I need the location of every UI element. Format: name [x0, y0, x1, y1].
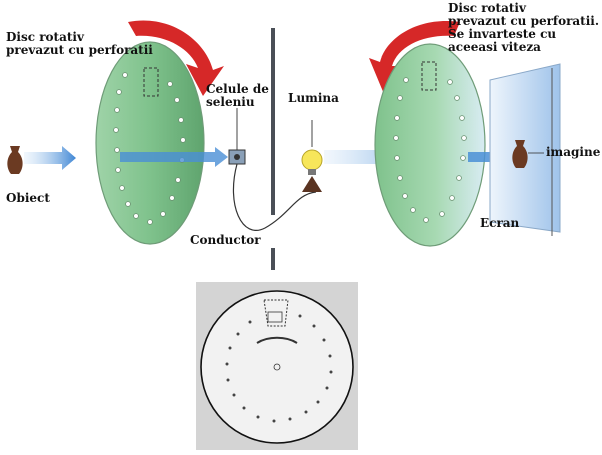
- disc-right-scan-window: [421, 61, 437, 91]
- label-disc-right-line-4: aceeasi viteza: [448, 40, 541, 54]
- lamp-icon: [301, 120, 323, 192]
- object-vase-icon: [7, 146, 23, 174]
- rotation-arrow-left: [128, 20, 224, 96]
- label-disc-left-line-1: Disc rotativ: [6, 30, 84, 44]
- photo-disc-perforations: [225, 314, 333, 423]
- nipkow-disc-photo: [196, 282, 358, 450]
- label-disc-right-line-1: Disc rotativ: [448, 1, 526, 15]
- label-disc-left-line-2: prevazut cu perforatii: [6, 43, 153, 57]
- rotating-disc-right: [374, 43, 486, 247]
- rotating-disc-left: [95, 41, 205, 245]
- disc-left-scan-window: [143, 67, 159, 97]
- disc-left-perforations: [113, 72, 186, 225]
- image-vase-icon: [512, 140, 528, 168]
- separator-rod-top: [271, 28, 275, 215]
- label-image: imagine: [546, 145, 601, 159]
- label-conductor: Conductor: [190, 233, 261, 247]
- projection-screen: [489, 63, 561, 233]
- label-selenium-line-2: seleniu: [206, 95, 255, 109]
- light-beam-left: [24, 146, 76, 170]
- label-object: Obiect: [6, 191, 50, 205]
- label-disc-right-line-3: Se invarteste cu: [448, 27, 557, 41]
- label-disc-left: Disc rotativ prevazut cu perforatii: [6, 31, 153, 57]
- label-screen: Ecran: [480, 216, 520, 230]
- selenium-cell-icon: [228, 108, 246, 165]
- label-selenium-line-1: Celule de: [206, 82, 269, 96]
- label-light: Lumina: [288, 91, 339, 105]
- conductor-wire: [232, 163, 317, 231]
- disc-right-perforations: [393, 77, 467, 223]
- label-disc-right: Disc rotativ prevazut cu perforatii. Se …: [448, 2, 599, 54]
- label-selenium: Celule de seleniu: [206, 83, 269, 109]
- separator-rod-bottom: [271, 248, 275, 270]
- label-disc-right-line-2: prevazut cu perforatii.: [448, 14, 600, 28]
- light-beam-through-disc: [120, 147, 228, 167]
